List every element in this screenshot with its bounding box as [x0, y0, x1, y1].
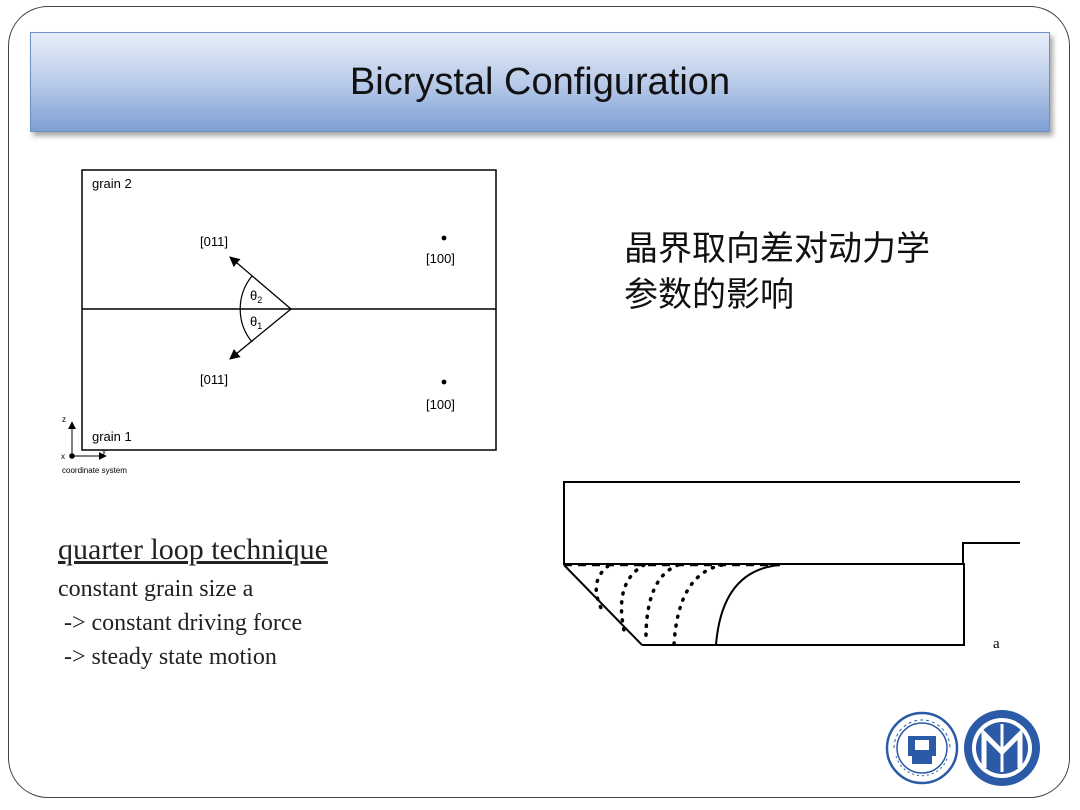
vector-bottom-arrow [229, 308, 292, 360]
slide-title: Bicrystal Configuration [349, 60, 731, 103]
loop-dotted-front-3 [619, 563, 646, 632]
chinese-heading: 晶界取向差对动力学 参数的影响 [624, 226, 1024, 318]
chinese-heading-line-2: 参数的影响 [624, 275, 794, 315]
grain-2-label: grain 2 [92, 176, 132, 191]
technique-block: quarter loop technique constant grain si… [58, 528, 328, 674]
loop-outer-outline [563, 481, 1030, 564]
technique-line-2: -> constant driving force [58, 610, 303, 636]
loop-size-label: a [993, 636, 1000, 652]
slide-frame [8, 6, 1070, 798]
axis-y-label: y [102, 447, 106, 456]
chinese-heading-line-1: 晶界取向差对动力学 [624, 229, 930, 269]
vector-bottom-label: [011] [200, 372, 228, 387]
loop-dotted-front-2 [644, 563, 680, 644]
logos [884, 706, 1054, 790]
loop-step-outline [563, 482, 1030, 565]
angle-arc [239, 275, 253, 343]
dot-top [441, 235, 447, 241]
dir-bottom-label: [100] [426, 397, 455, 412]
university-seal-icon [885, 711, 959, 785]
technique-heading: quarter loop technique [58, 533, 328, 566]
loop-diagonal [563, 564, 643, 646]
axis-x-dot [69, 453, 75, 459]
vector-top-arrow [229, 256, 292, 310]
university-emblem-icon [964, 710, 1040, 786]
grain-box [81, 169, 497, 451]
title-bar: Bicrystal Configuration [30, 32, 1050, 132]
loop-solid-front [715, 564, 781, 646]
theta-1-label: θ1 [250, 314, 262, 331]
technique-line-1: constant grain size a [58, 576, 254, 602]
grain-1-label: grain 1 [92, 429, 132, 444]
loop-dotted-front-4 [594, 564, 610, 612]
dot-bottom [441, 379, 447, 385]
quarter-loop-diagram: a [550, 470, 1030, 670]
vector-top-label: [011] [200, 234, 228, 249]
bicrystal-diagram: grain 2 grain 1 [011] [011] θ2 θ1 [100] … [58, 160, 508, 485]
dir-top-label: [100] [426, 251, 455, 266]
technique-line-3: -> steady state motion [58, 644, 277, 670]
coordinate-system-label: coordinate system [62, 466, 127, 475]
axis-z-label: z [62, 415, 66, 424]
loop-dotted-front-1 [672, 563, 724, 647]
theta-2-label: θ2 [250, 288, 262, 305]
loop-lower-outline [642, 563, 965, 646]
axis-x-label: x [61, 452, 65, 461]
